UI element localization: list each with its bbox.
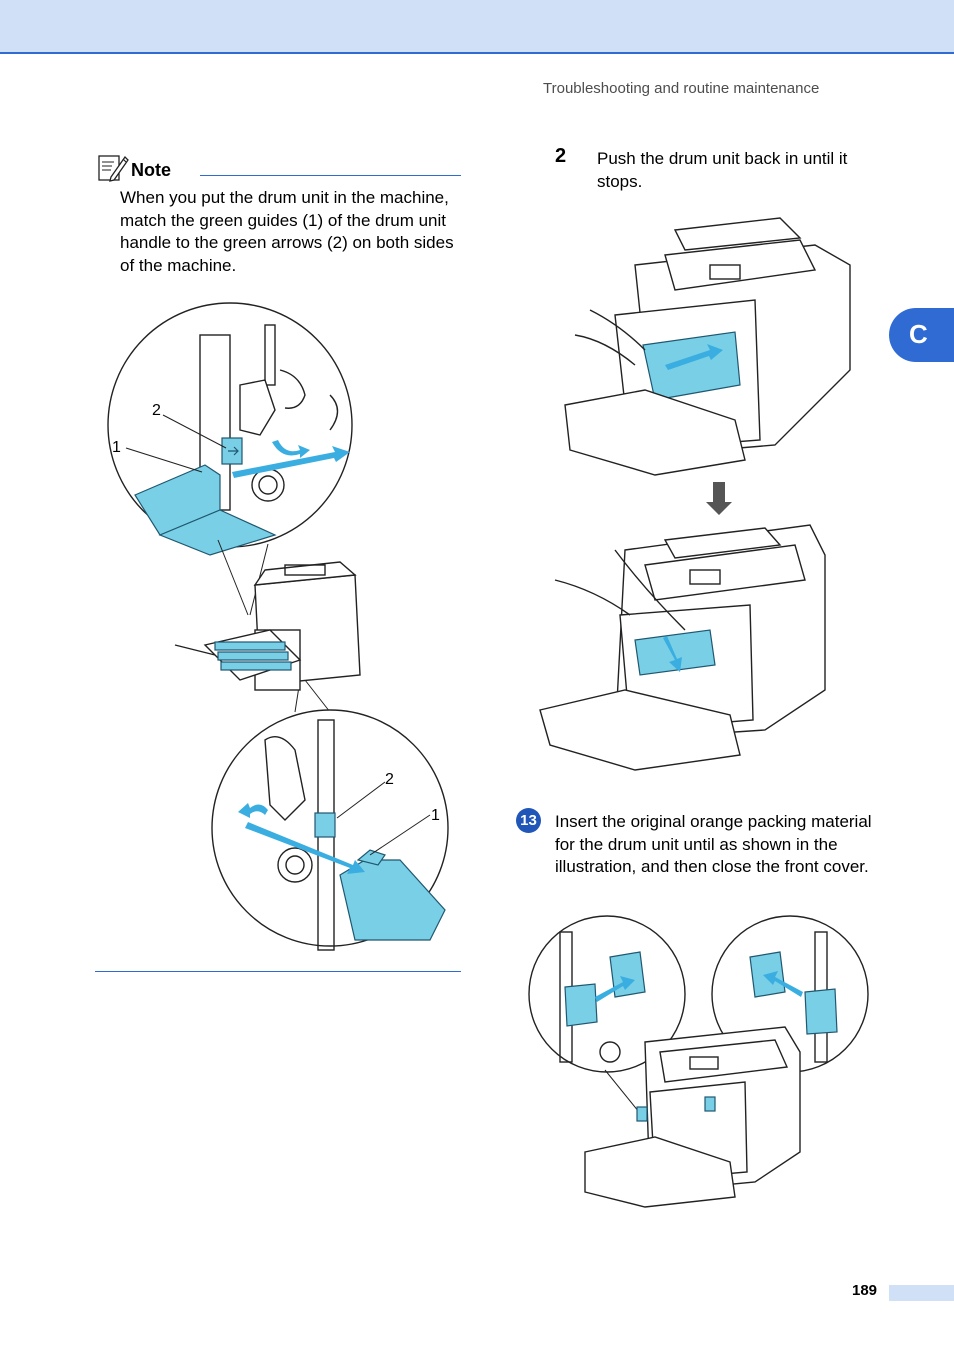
step-2-text: Push the drum unit back in until it stop… [597,149,848,191]
chapter-tab: C [889,308,954,362]
step-2-number: 2 [555,145,567,167]
lower-insert-arrow [245,822,365,874]
down-arrow-icon [706,482,732,515]
upper-curve-arrow [272,440,310,458]
printer-drawing-bottom [539,524,826,771]
note-text: When you put the drum unit in the machin… [120,188,454,275]
packing-material-illustration [528,915,869,1208]
running-header-title: Troubleshooting and routine maintenance [543,80,820,97]
drum-guide-alignment-illustration: 2 1 2 1 [107,302,449,951]
callout-bottom-1: 1 [431,807,440,824]
push-drum-back-illustration [539,217,851,771]
note-label: Note [131,160,171,180]
push-arrow-top [665,344,723,370]
callout-bottom-2: 2 [385,771,394,788]
note-rule-bottom [95,971,461,972]
lower-curve-arrow [238,803,268,818]
step-13-badge: 13 [516,808,541,833]
step-13-text: Insert the original orange packing mater… [555,812,872,876]
top-header-band [0,0,954,54]
page-number: 189 [852,1282,878,1299]
push-arrow-bottom [663,636,682,672]
upper-insert-arrow [232,446,350,478]
note-pencil-icon [98,155,129,182]
callout-top-1: 1 [112,439,121,456]
small-printer-drawing [174,561,361,691]
printer-drawing-top [564,217,851,476]
left-insert-arrow [595,976,635,1002]
lower-detail-drawing [264,719,446,951]
chapter-letter: C [909,319,928,349]
footer-page-tab [889,1285,954,1301]
printer-drawing-packing [584,1026,801,1208]
upper-detail-drawing [134,324,339,556]
note-rule-top [200,175,461,176]
callout-top-2: 2 [152,402,161,419]
right-insert-arrow [763,971,803,997]
